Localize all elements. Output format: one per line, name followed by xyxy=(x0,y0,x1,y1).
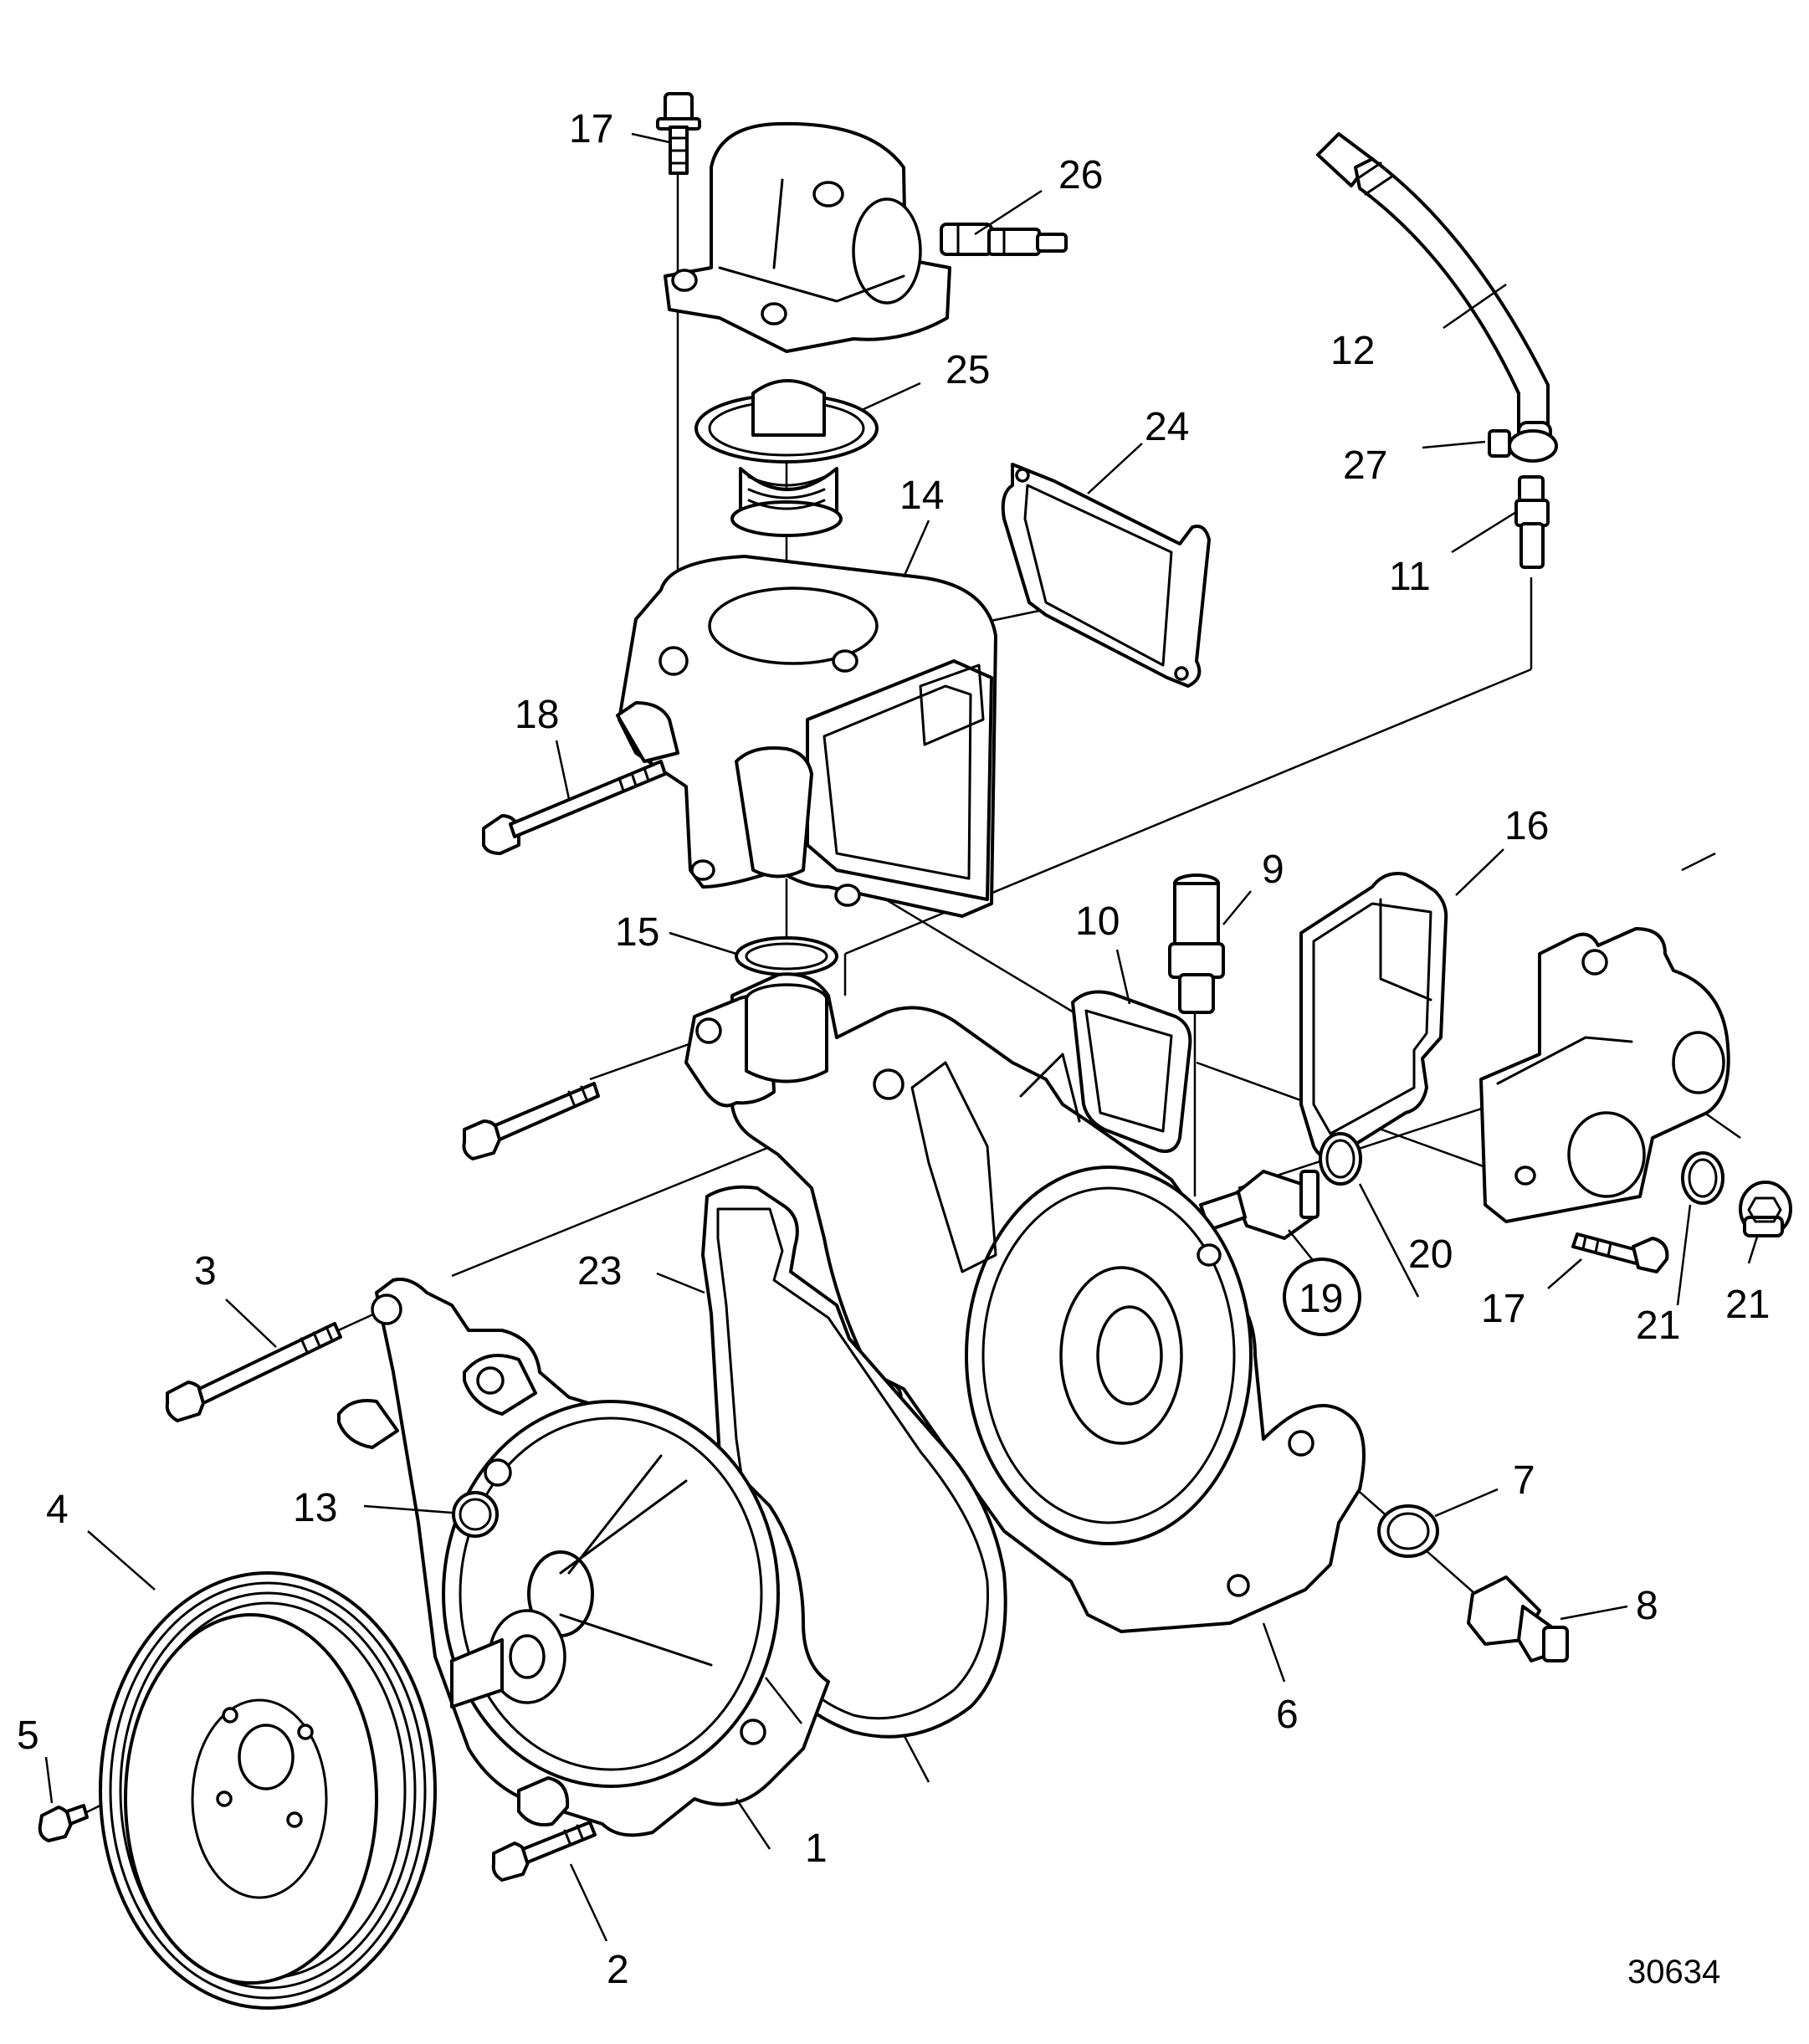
callout-23: 25 xyxy=(945,348,990,392)
callout-12: 12 xyxy=(1330,329,1375,373)
part-11-connector xyxy=(1514,475,1550,569)
callout-15: 15 xyxy=(615,910,659,955)
callout-7: 7 xyxy=(1513,1458,1535,1503)
callout-22: 21 xyxy=(1725,1283,1770,1327)
part-10-gasket xyxy=(1071,990,1192,1153)
callout-5: 5 xyxy=(17,1714,39,1758)
part-9-nipple xyxy=(1168,873,1225,1014)
part-14-thermostat-housing xyxy=(616,555,997,918)
figure-number: 30634 xyxy=(1627,1954,1720,1990)
callout-20: 19 xyxy=(1299,1277,1343,1321)
outlet-pipe xyxy=(684,983,828,1108)
callout-9: 9 xyxy=(1262,848,1284,892)
part-24-temperature-sensor xyxy=(940,223,1068,256)
callout-18: 18 xyxy=(515,693,559,737)
part-22-plug xyxy=(1739,1181,1792,1237)
part-21-o-ring-left xyxy=(1319,1132,1362,1186)
part-3-bolt xyxy=(165,1322,342,1422)
callout-25: 23 xyxy=(577,1249,622,1294)
outlet-cover xyxy=(1479,927,1730,1223)
part-19-gasket xyxy=(1001,463,1211,688)
part-12-hose xyxy=(1316,132,1552,458)
callout-3: 3 xyxy=(194,1249,217,1294)
part-16-gasket xyxy=(1299,872,1448,1160)
callout-4: 4 xyxy=(46,1488,69,1532)
part-5-bolt xyxy=(38,1804,89,1842)
callout-17-right: 17 xyxy=(1481,1287,1525,1331)
part-1-water-pump xyxy=(337,1278,830,1837)
callout-17: 17 xyxy=(569,107,613,151)
callout-1: 1 xyxy=(805,1826,828,1871)
callout-20-circle xyxy=(1283,1258,1361,1336)
part-17-cover-bolt xyxy=(1571,1232,1669,1273)
part-23-thermostat xyxy=(694,379,879,537)
part-13-plug xyxy=(452,1491,499,1538)
part-26-clip xyxy=(1488,429,1558,463)
part-6-pump-housing xyxy=(730,972,1366,1633)
part-21-o-ring-right xyxy=(1681,1151,1724,1205)
part-15-o-ring xyxy=(735,936,838,976)
callout-21-left: 20 xyxy=(1408,1232,1453,1277)
part-17-thermostat-bolt xyxy=(656,92,701,175)
callout-26: 27 xyxy=(1343,443,1387,488)
part-4-pulley xyxy=(99,1571,437,2010)
callout-21-right: 21 xyxy=(1636,1304,1680,1348)
callout-13: 13 xyxy=(293,1486,337,1530)
callout-19: 24 xyxy=(1145,405,1189,449)
callout-labels: 17 26 25 24 14 18 12 27 11 15 10 9 16 20… xyxy=(17,107,1770,1992)
callout-14: 14 xyxy=(899,474,944,518)
callout-2: 2 xyxy=(607,1948,629,1992)
callout-16: 16 xyxy=(1504,804,1549,848)
callout-8: 8 xyxy=(1636,1584,1658,1628)
part-7-seal-ring xyxy=(1377,1504,1439,1558)
part-27-bolt xyxy=(462,1082,600,1160)
callout-11: 11 xyxy=(1389,555,1431,599)
part-2-bolt xyxy=(491,1821,597,1882)
leader-lines xyxy=(44,132,1759,1942)
part-18-bolt xyxy=(482,760,667,855)
callout-24: 26 xyxy=(1058,153,1103,197)
part-8-connector xyxy=(1467,1575,1569,1662)
part-20-sensor xyxy=(1199,1170,1320,1240)
thermostat-cover xyxy=(664,121,951,353)
callout-10: 10 xyxy=(1075,899,1120,944)
callout-6: 6 xyxy=(1276,1693,1299,1737)
